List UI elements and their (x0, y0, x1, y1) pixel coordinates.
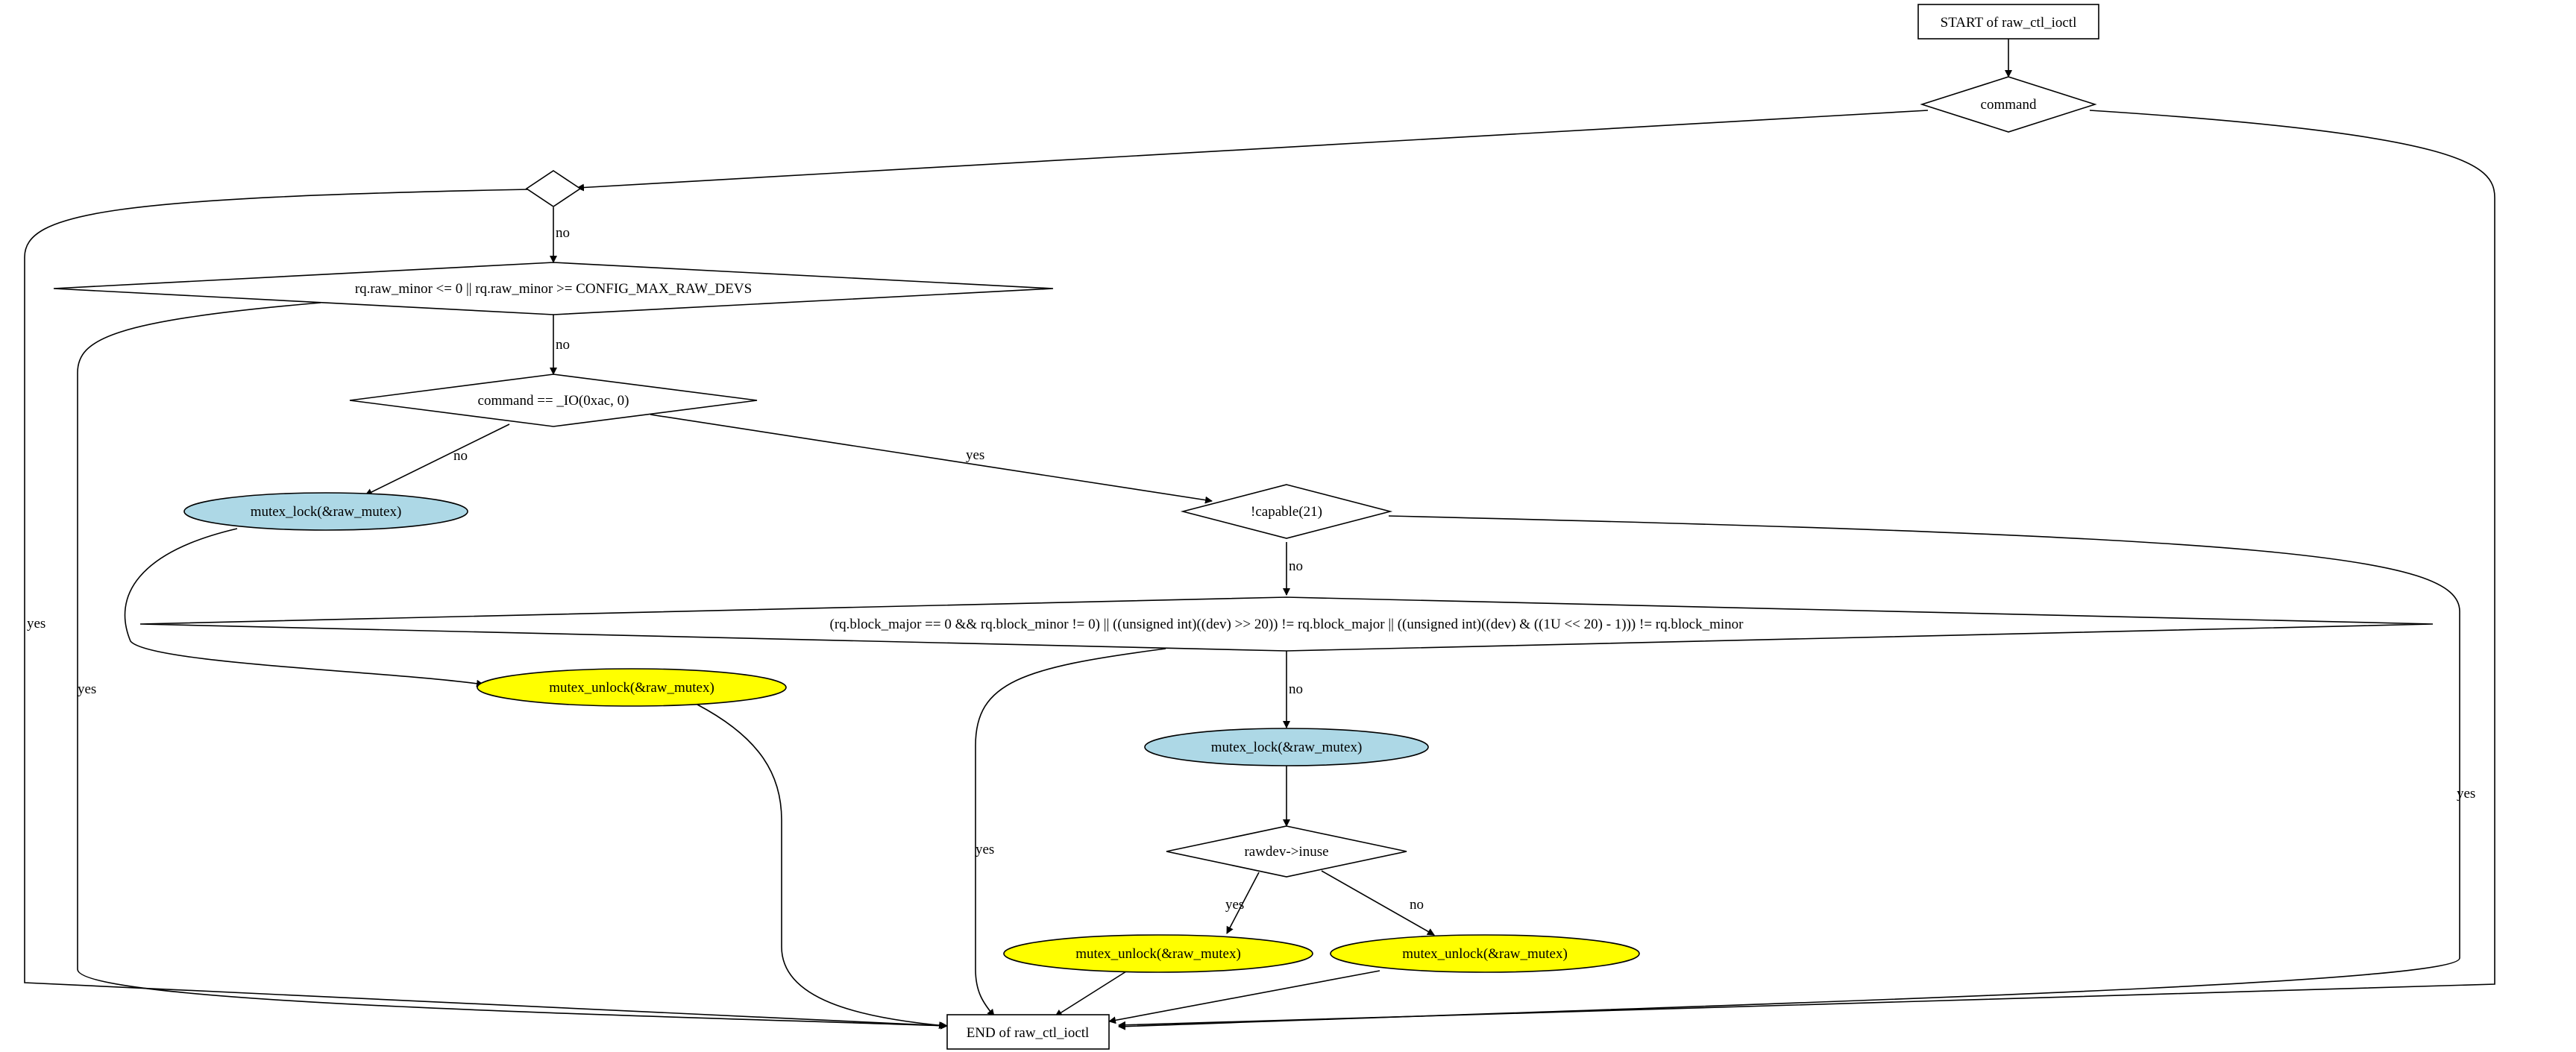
mutex-unlock-yes-label: mutex_unlock(&raw_mutex) (1075, 946, 1241, 962)
capable-check-decision (1180, 484, 1393, 539)
empty-decision (525, 170, 582, 207)
label-empty-yes: yes (27, 616, 45, 631)
edge-command-end (1118, 110, 2495, 1029)
edge-capable-end (1118, 515, 2460, 1030)
start-node-label: START of raw_ctl_ioctl (1941, 15, 2077, 31)
edge-unlockleft-end (697, 704, 946, 1030)
command-check-label: command == _IO(0xac, 0) (478, 393, 629, 409)
mutex-lock-left-label: mutex_lock(&raw_mutex) (251, 504, 402, 520)
inuse-check-decision (1166, 825, 1407, 878)
label-inuse-no: no (1410, 897, 1424, 913)
start-node (1917, 4, 2099, 40)
label-block-no: no (1289, 681, 1303, 697)
command-decision (1920, 76, 2097, 133)
edge-lockleft-unlockleft (124, 528, 484, 687)
edge-commandcheck-capable (650, 414, 1213, 504)
mutex-unlock-left-node (477, 668, 787, 707)
edge-unlockno-end (1108, 970, 1380, 1024)
label-block-yes: yes (976, 842, 994, 857)
mutex-unlock-no-node (1330, 934, 1640, 973)
mutex-lock-right-label: mutex_lock(&raw_mutex) (1211, 740, 1363, 755)
label-capable-no: no (1289, 558, 1303, 574)
command-check-decision (349, 374, 758, 427)
label-command-no: no (453, 448, 468, 464)
edge-minor-end (77, 302, 948, 1030)
minor-check-label: rq.raw_minor <= 0 || rq.raw_minor >= CON… (355, 281, 752, 297)
label-capable-yes: yes (2457, 786, 2475, 801)
edge-commandcheck-lockleft (365, 423, 510, 496)
mutex-lock-left-node (183, 492, 468, 531)
edge-empty-end (24, 189, 948, 1030)
block-check-decision (139, 596, 2434, 652)
minor-check-decision (53, 262, 1054, 315)
label-empty-no: no (556, 225, 570, 241)
block-check-label: (rq.block_major == 0 && rq.block_minor !… (830, 617, 1744, 632)
mutex-unlock-yes-node (1003, 934, 1313, 973)
capable-check-label: !capable(21) (1251, 504, 1322, 520)
label-minor-no: no (556, 337, 570, 353)
mutex-unlock-left-label: mutex_unlock(&raw_mutex) (549, 680, 714, 696)
mutex-lock-right-node (1144, 728, 1429, 766)
end-node-label: END of raw_ctl_ioctl (967, 1025, 1090, 1041)
label-minor-yes: yes (78, 681, 96, 697)
nodes: START of raw_ctl_ioctl command rq.raw_mi… (53, 4, 2434, 1050)
inuse-check-label: rawdev->inuse (1244, 844, 1328, 860)
edge-inuse-unlockno (1321, 870, 1435, 936)
label-command-yes: yes (966, 447, 984, 463)
end-node (946, 1014, 1110, 1050)
edge-unlockyes-end (1055, 971, 1127, 1017)
edge-block-end (975, 648, 1166, 1017)
edge-inuse-unlockyes (1226, 872, 1260, 934)
edge-command-empty (577, 110, 1929, 192)
edge-labels: no yes no yes no yes no yes no yes yes n… (27, 225, 2475, 913)
edges (24, 39, 2495, 1030)
command-decision-label: command (1981, 97, 2037, 113)
label-inuse-yes: yes (1225, 897, 1244, 913)
mutex-unlock-no-label: mutex_unlock(&raw_mutex) (1402, 946, 1568, 962)
